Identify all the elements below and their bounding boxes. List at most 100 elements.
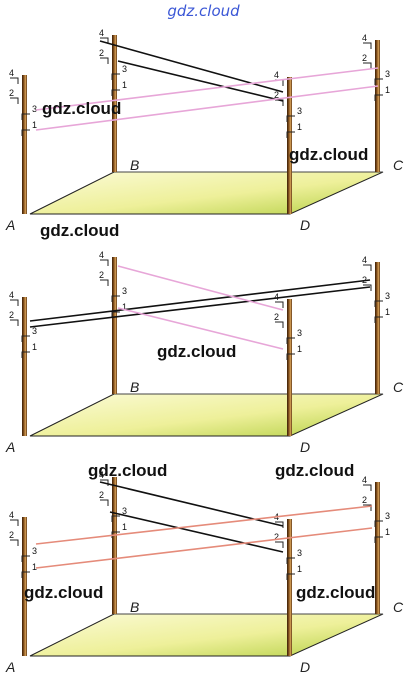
pole-b-tick-label: 4 [99,28,104,38]
pole-a-tick-mark [21,113,30,120]
pole-c-tick-mark [374,300,383,307]
corner-label-c: C [393,379,404,395]
rope-pink [35,85,379,131]
pole-d-tick-mark [286,131,295,138]
ground-plane [29,171,384,215]
pole-d-tick-label: 1 [297,122,302,132]
pole-c-tick-label: 3 [385,291,390,301]
pole-b-tick-mark [111,73,120,80]
pole-c-tick-mark [363,264,372,271]
pole-a-tick-mark [10,539,19,546]
pole-d-tick-label: 4 [274,292,279,302]
pole-a-tick-label: 1 [32,342,37,352]
pole-c-tick-mark [374,520,383,527]
pole-c-tick-label: 4 [362,475,367,485]
pole-b-tick-label: 2 [99,270,104,280]
pole-a-tick-label: 3 [32,326,37,336]
pole-b-tick-mark [100,279,109,286]
pole-d [287,77,292,214]
corner-label-c: C [393,599,404,615]
pole-a-tick-label: 1 [32,120,37,130]
pole-c-tick-label: 1 [385,527,390,537]
pole-c-tick-label: 4 [362,33,367,43]
pole-b-tick-mark [100,499,109,506]
rope-black [117,60,284,102]
pole-b-tick-label: 1 [122,522,127,532]
corner-label-d: D [300,659,310,675]
pole-c-tick-label: 4 [362,255,367,265]
pole-a-tick-label: 4 [9,68,14,78]
watermark-text: gdz.cloud [88,461,167,480]
pole-c-tick-mark [374,316,383,323]
pole-b-tick-label: 3 [122,64,127,74]
pole-c [375,262,380,394]
rope-black [29,286,371,328]
pole-b-tick-label: 3 [122,506,127,516]
pole-a-tick-label: 3 [32,546,37,556]
corner-label-a: A [5,217,15,233]
pole-c-tick-label: 3 [385,511,390,521]
pole-b-tick-label: 2 [99,48,104,58]
pole-a-tick-mark [21,571,30,578]
rope-black [29,279,371,322]
rope-red [35,527,373,569]
watermark-text: gdz.cloud [157,342,236,361]
rope-red [35,505,373,545]
corner-label-d: D [300,217,310,233]
pole-a-tick-label: 1 [32,562,37,572]
pole-c-tick-mark [363,62,372,69]
pole-d [287,519,292,656]
pole-c-tick-mark [363,504,372,511]
corner-label-a: A [5,659,15,675]
pole-b-tick-label: 4 [99,250,104,260]
pole-d-tick-mark [286,337,295,344]
corner-label-a: A [5,439,15,455]
pole-a [22,75,27,214]
pole-d-tick-mark [286,573,295,580]
pole-b-tick-mark [111,515,120,522]
pole-b-tick-label: 2 [99,490,104,500]
watermark-text: gdz.cloud [275,461,354,480]
panel-3: 4231423142314231ABCDgdz.cloudgdz.cloudgd… [5,461,404,675]
pole-b-tick-label: 1 [122,80,127,90]
corner-label-c: C [393,157,404,173]
pole-b-tick-mark [111,311,120,318]
pole-a-tick-mark [10,77,19,84]
pole-b-tick-mark [100,37,109,44]
pole-a-tick-mark [21,555,30,562]
ground-plane [29,613,384,657]
pole-a-tick-mark [21,351,30,358]
pole-b [112,35,117,172]
pole-d-tick-label: 1 [297,564,302,574]
rope-pink [35,67,379,111]
pole-c-tick-mark [374,78,383,85]
pole-c [375,482,380,614]
pole-a-tick-label: 3 [32,104,37,114]
rope-black [99,40,284,93]
pole-a [22,297,27,436]
pole-b-tick-mark [111,295,120,302]
watermark-text: gdz.cloud [24,583,103,602]
corner-label-b: B [130,379,139,395]
pole-d-tick-label: 2 [274,312,279,322]
pole-a-tick-label: 2 [9,310,14,320]
pole-d-tick-label: 3 [297,548,302,558]
pole-a-tick-mark [21,129,30,136]
corner-label-b: B [130,157,139,173]
pole-d-tick-mark [286,115,295,122]
pole-a-tick-label: 2 [9,530,14,540]
pole-c [375,40,380,172]
pole-a-tick-mark [10,319,19,326]
pole-d-tick-mark [275,541,284,548]
pole-c-tick-mark [363,284,372,291]
watermark-text: gdz.cloud [296,583,375,602]
pole-d-tick-mark [275,301,284,308]
rope-black [99,481,284,527]
pole-c-tick-label: 2 [362,495,367,505]
pole-b [112,477,117,614]
pole-b-tick-label: 3 [122,286,127,296]
pole-c-tick-mark [374,94,383,101]
pole-b-tick-mark [100,259,109,266]
